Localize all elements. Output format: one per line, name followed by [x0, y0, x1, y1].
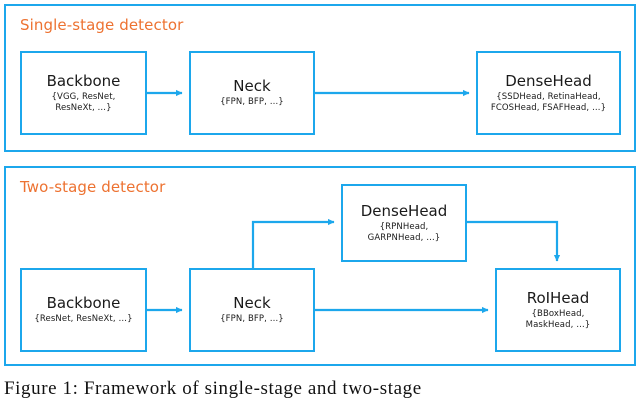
panel-title-two-stage: Two-stage detector — [20, 178, 166, 196]
node-title: DenseHead — [505, 71, 592, 90]
node-title: Neck — [233, 77, 271, 95]
node-single-densehead[interactable]: DenseHead {SSDHead, RetinaHead, FCOSHead… — [476, 51, 621, 135]
node-subtitle: {SSDHead, RetinaHead, FCOSHead, FSAFHead… — [490, 91, 607, 113]
node-subtitle: {FPN, BFP, …} — [220, 314, 284, 324]
node-subtitle: {ResNet, ResNeXt, …} — [34, 314, 133, 324]
node-two-backbone[interactable]: Backbone {ResNet, ResNeXt, …} — [20, 268, 147, 352]
node-title: Backbone — [46, 71, 121, 90]
node-two-neck[interactable]: Neck {FPN, BFP, …} — [189, 268, 315, 352]
node-title: RoIHead — [526, 288, 590, 307]
node-single-backbone[interactable]: Backbone {VGG, ResNet, ResNeXt, …} — [20, 51, 147, 135]
node-title: Backbone — [46, 294, 121, 312]
node-single-neck[interactable]: Neck {FPN, BFP, …} — [189, 51, 315, 135]
node-title: DenseHead — [360, 201, 448, 220]
node-subtitle: {BBoxHead, MaskHead, …} — [525, 308, 591, 330]
node-title: Neck — [233, 294, 271, 312]
node-subtitle: {RPNHead, GARPNHead, …} — [367, 221, 441, 243]
node-subtitle: {VGG, ResNet, ResNeXt, …} — [51, 91, 116, 113]
node-two-densehead[interactable]: DenseHead {RPNHead, GARPNHead, …} — [341, 184, 467, 262]
figure-caption: Figure 1: Framework of single-stage and … — [4, 378, 422, 399]
node-two-roihead[interactable]: RoIHead {BBoxHead, MaskHead, …} — [495, 268, 621, 352]
panel-title-single-stage: Single-stage detector — [20, 16, 184, 34]
node-subtitle: {FPN, BFP, …} — [220, 97, 284, 107]
